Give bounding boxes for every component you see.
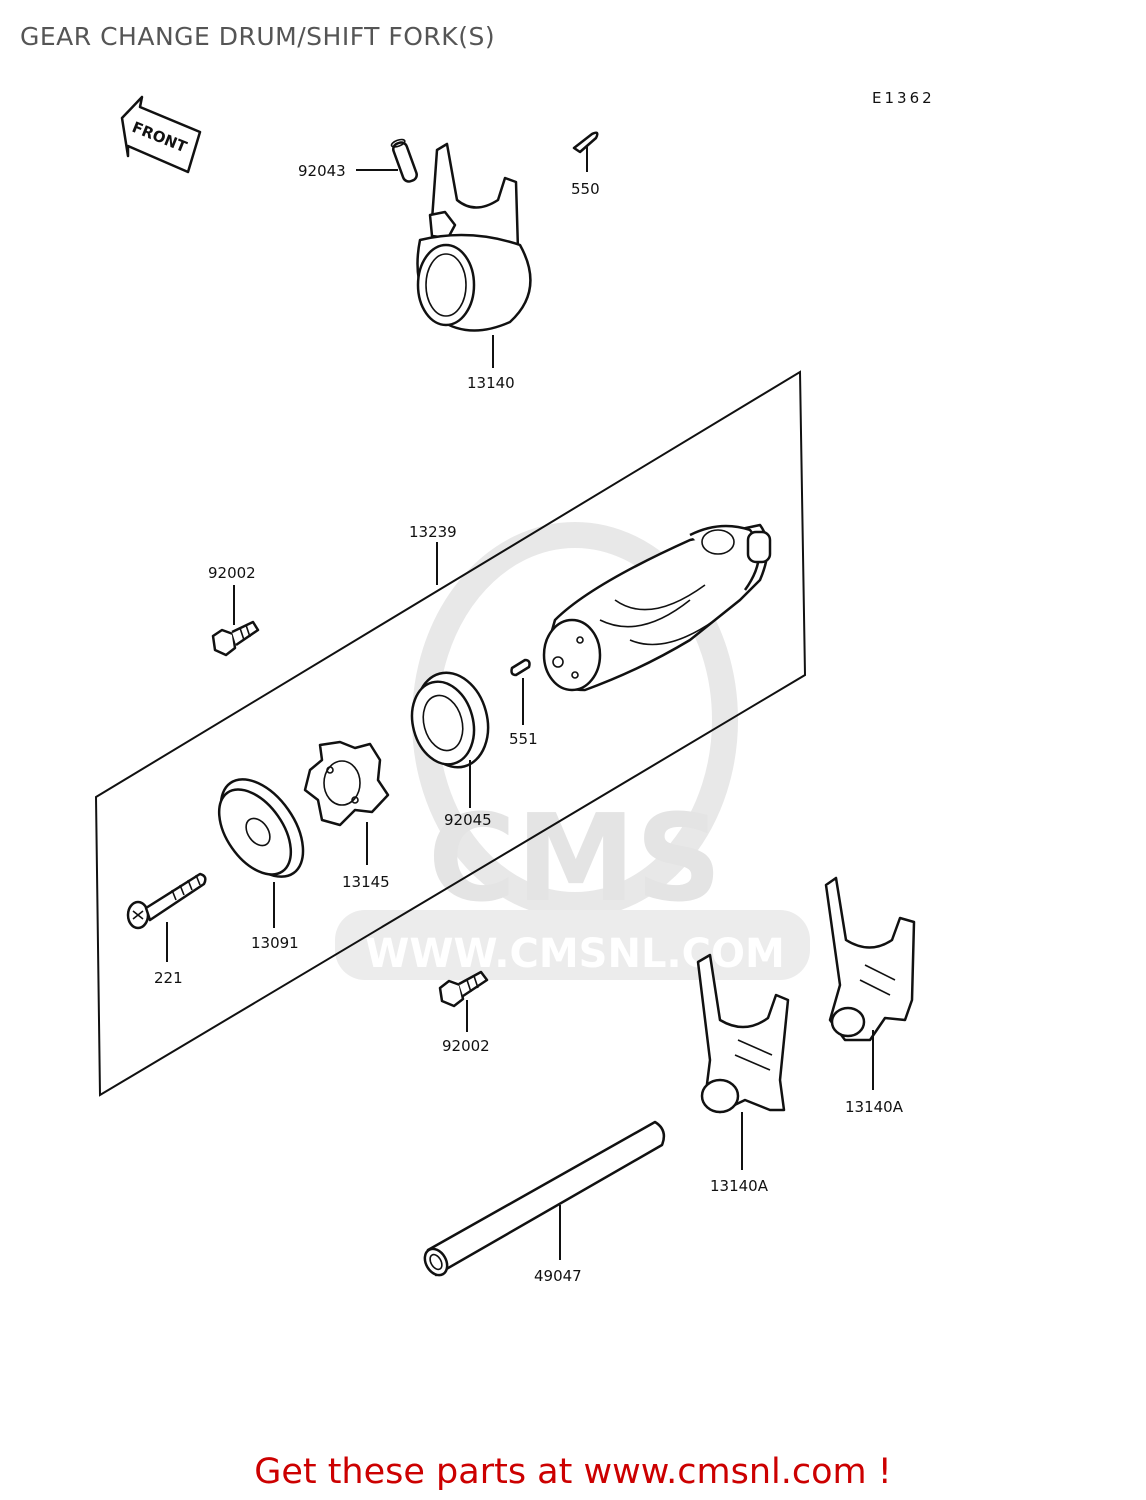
label-13145: 13145 xyxy=(342,873,390,891)
bolt-92002-upper xyxy=(211,620,260,657)
shift-drum-holder-13145 xyxy=(303,740,390,827)
label-13140A-right: 13140A xyxy=(845,1098,904,1116)
cam-plate-13091 xyxy=(217,778,305,878)
label-92002-lower: 92002 xyxy=(442,1037,490,1055)
shift-fork-13140A-right xyxy=(824,876,916,1042)
label-92002-upper: 92002 xyxy=(208,564,256,582)
label-13140A-left: 13140A xyxy=(710,1177,769,1195)
screw-221 xyxy=(126,872,207,930)
pin-92043 xyxy=(390,138,418,183)
bearing-92045 xyxy=(410,671,490,769)
label-49047: 49047 xyxy=(534,1267,582,1285)
page-title: GEAR CHANGE DRUM/SHIFT FORK(S) xyxy=(20,22,496,51)
shift-rod-49047 xyxy=(423,1120,666,1277)
footer-link-text[interactable]: Get these parts at www.cmsnl.com ! xyxy=(254,1452,892,1492)
assembly-frame xyxy=(94,370,807,1097)
shift-drum-13239 xyxy=(542,523,772,692)
bolt-92002-lower xyxy=(438,970,489,1008)
label-551: 551 xyxy=(509,730,538,748)
label-92043: 92043 xyxy=(298,162,346,180)
shift-fork-13140 xyxy=(416,142,532,332)
exploded-parts-diagram: CMS WWW.CMSNL.COM E1362 FRONT 92043 550 … xyxy=(94,89,935,1285)
cotter-pin-550 xyxy=(572,131,599,154)
front-arrow-icon: FRONT xyxy=(120,95,202,174)
label-221: 221 xyxy=(154,969,183,987)
diagram-code: E1362 xyxy=(872,89,935,107)
label-13239: 13239 xyxy=(409,523,457,541)
shift-fork-13140A-left xyxy=(696,953,790,1114)
label-92045: 92045 xyxy=(444,811,492,829)
watermark-url: WWW.CMSNL.COM xyxy=(365,931,785,977)
label-550: 550 xyxy=(571,180,600,198)
pin-551 xyxy=(510,658,531,677)
label-13140: 13140 xyxy=(467,374,515,392)
label-13091: 13091 xyxy=(251,934,299,952)
